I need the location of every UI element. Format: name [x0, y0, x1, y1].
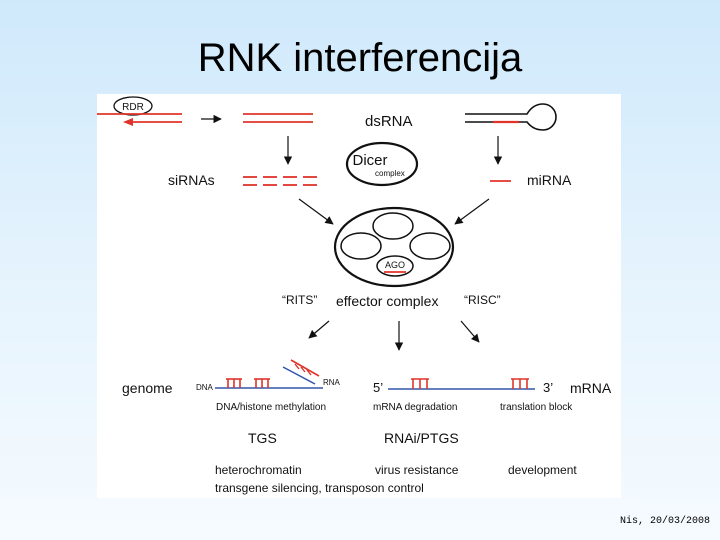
dicer-sub-label: complex — [375, 169, 405, 178]
risc-label: “RISC” — [464, 293, 501, 307]
mrna-label: mRNA — [570, 380, 612, 396]
slide-title: RNK interferencija — [197, 36, 523, 80]
rits-label: “RITS” — [282, 293, 317, 307]
rnai-diagram: RDR dsRNA Dicer complex siRNAs miRNA — [97, 94, 621, 498]
sirnas-label: siRNAs — [168, 172, 215, 188]
three-prime-label: 3’ — [543, 380, 553, 395]
mirna-label: miRNA — [527, 172, 572, 188]
rdr-oval — [113, 96, 153, 116]
transgene-transposon-label: transgene silencing, transposon control — [215, 481, 424, 495]
mrna-degradation-label: mRNA degradation — [373, 402, 458, 413]
dicer-oval — [345, 141, 419, 187]
rdr-label: RDR — [122, 102, 144, 113]
dna-label: DNA — [196, 383, 214, 392]
footer-date: Nis, 20/03/2008 — [619, 516, 710, 527]
five-prime-label: 5’ — [373, 380, 383, 395]
virus-resistance-label: virus resistance — [375, 463, 459, 477]
rnai-ptgs-label: RNAi/PTGS — [384, 430, 459, 446]
heterochromatin-label: heterochromatin — [215, 463, 302, 477]
rdr-arrowhead — [123, 118, 133, 126]
tgs-label: TGS — [248, 430, 277, 446]
complex-subunit-top — [372, 212, 414, 240]
arrow-to-translation-block — [460, 320, 480, 343]
arrow-mirna-to-complex — [454, 198, 490, 225]
arrow-sirna-to-complex — [298, 198, 334, 225]
sirna-duplexes — [243, 176, 317, 186]
development-label: development — [508, 463, 577, 477]
nascent-rna-duplex — [282, 359, 320, 385]
effector-complex-label: effector complex — [336, 293, 438, 309]
dna-bound-rna-marks — [226, 378, 270, 388]
complex-subunit-left — [340, 232, 382, 260]
ago-subunit — [376, 255, 414, 277]
mrna-bound-sirna-marks — [411, 378, 529, 389]
ago-label: AGO — [385, 260, 405, 270]
dsrna-label: dsRNA — [365, 113, 413, 130]
dicer-label: Dicer — [352, 152, 387, 169]
arrow-to-tgs — [308, 320, 330, 339]
hairpin-strand — [465, 103, 557, 131]
dna-histone-methylation-label: DNA/histone methylation — [216, 402, 326, 413]
translation-block-label: translation block — [500, 402, 573, 413]
effector-complex-oval — [333, 206, 455, 288]
rna-label: RNA — [323, 378, 341, 387]
rnai-diagram-svg: RDR dsRNA Dicer complex siRNAs miRNA — [97, 96, 612, 495]
genome-label: genome — [122, 380, 173, 396]
complex-subunit-right — [409, 232, 451, 260]
